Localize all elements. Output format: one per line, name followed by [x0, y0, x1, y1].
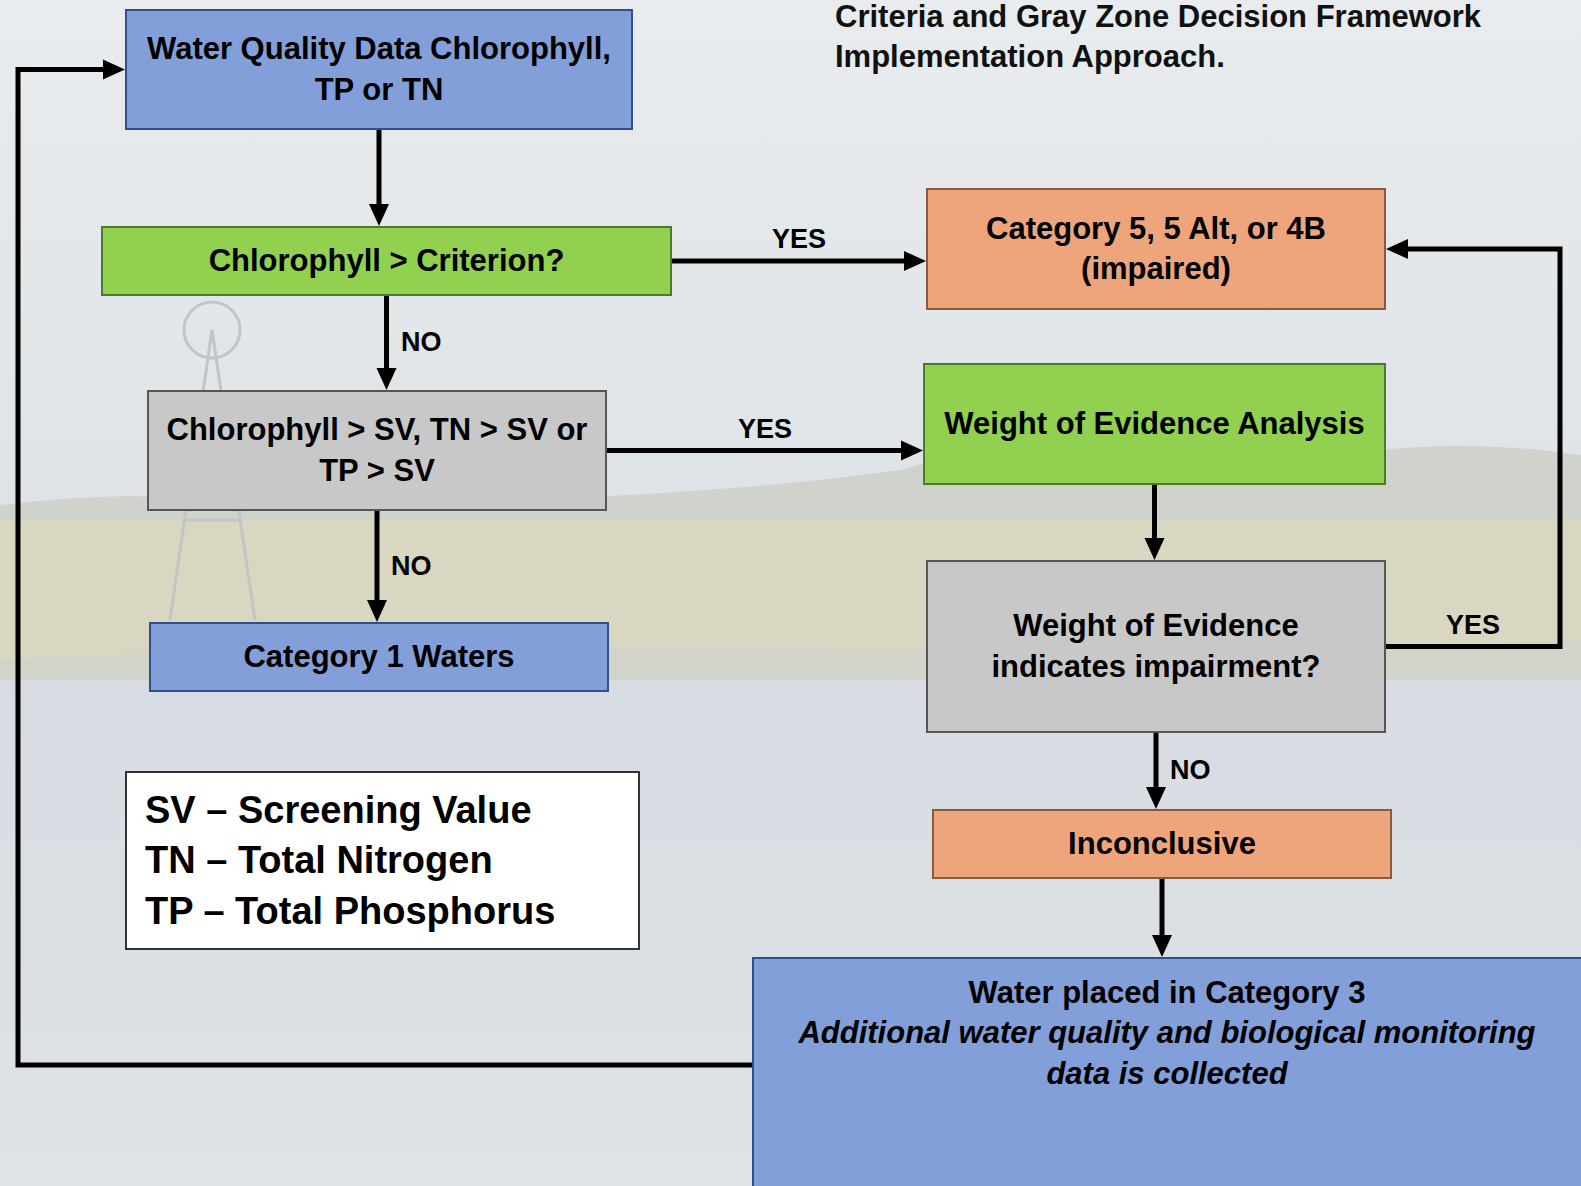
connector-arrow — [1145, 485, 1165, 560]
decision-box: Chlorophyll > SV, TN > SV or TP > SV — [147, 390, 607, 511]
connector-line — [18, 70, 752, 1066]
edge-label: YES — [738, 415, 792, 445]
decision-box: Weight of Evidence indicates impairment? — [926, 560, 1386, 733]
connector-line — [1154, 733, 1159, 789]
process-box: Weight of Evidence Analysis — [923, 363, 1386, 485]
edge-label: YES — [1446, 611, 1500, 641]
connector-line — [384, 296, 389, 370]
arrow-head — [367, 600, 387, 622]
edge-label: NO — [1170, 756, 1211, 786]
edge-label: YES — [772, 225, 826, 255]
abbreviation-text: TN – Total Nitrogen — [145, 835, 493, 885]
node-text: Category 5, 5 Alt, or 4B (impaired) — [944, 209, 1368, 290]
node-text: Weight of Evidence indicates impairment? — [944, 606, 1368, 687]
connector-line — [1386, 249, 1560, 647]
abbreviation-text: SV – Screening Value — [145, 785, 532, 835]
decision-box: Chlorophyll > Criterion? — [101, 226, 672, 296]
arrow-head — [1386, 239, 1408, 259]
connector-arrow — [1146, 733, 1166, 809]
abbreviation-text: TP – Total Phosphorus — [145, 886, 555, 936]
node-text: Chlorophyll > Criterion? — [209, 241, 565, 281]
sky — [0, 0, 1581, 520]
connector-arrow — [367, 511, 387, 622]
node-text: Additional water quality and biological … — [784, 1013, 1550, 1094]
edge-label: NO — [391, 552, 432, 582]
connector-line — [1152, 485, 1157, 540]
node-text: Inconclusive — [1068, 824, 1256, 864]
result-box: Inconclusive — [932, 809, 1392, 879]
arrow-head — [901, 441, 923, 461]
category-box: Water placed in Category 3Additional wat… — [752, 957, 1581, 1186]
node-text: Category 1 Waters — [243, 637, 514, 677]
arrow-head — [1146, 787, 1166, 809]
arrow-head — [377, 368, 397, 390]
impaired-box: Category 5, 5 Alt, or 4B (impaired) — [926, 188, 1386, 310]
diagram-title: Criteria and Gray Zone Decision Framewor… — [835, 0, 1555, 77]
arrow-head — [1145, 538, 1165, 560]
connector-line — [672, 259, 906, 264]
arrow-head — [904, 251, 926, 271]
connector-line — [607, 448, 903, 453]
connector-line — [377, 130, 382, 206]
arrow-head — [1152, 935, 1172, 957]
connector-arrow — [18, 60, 752, 1066]
connector-line — [1160, 879, 1165, 937]
connector-line — [375, 511, 380, 602]
abbreviation-box: SV – Screening ValueTN – Total NitrogenT… — [125, 771, 640, 950]
node-text: Weight of Evidence Analysis — [944, 404, 1364, 444]
node-text: Water Quality Data Chlorophyll, TP or TN — [143, 29, 615, 110]
arrow-head — [103, 60, 125, 80]
connector-arrow — [1386, 239, 1560, 647]
connector-arrow — [369, 130, 389, 226]
connector-arrow — [1152, 879, 1172, 957]
edge-label: NO — [401, 328, 442, 358]
node-text: Chlorophyll > SV, TN > SV or TP > SV — [165, 410, 589, 491]
data-box: Water Quality Data Chlorophyll, TP or TN — [125, 9, 633, 130]
arrow-head — [369, 204, 389, 226]
connector-arrow — [377, 296, 397, 390]
node-text: Water placed in Category 3 — [969, 973, 1366, 1013]
result-box: Category 1 Waters — [149, 622, 609, 692]
